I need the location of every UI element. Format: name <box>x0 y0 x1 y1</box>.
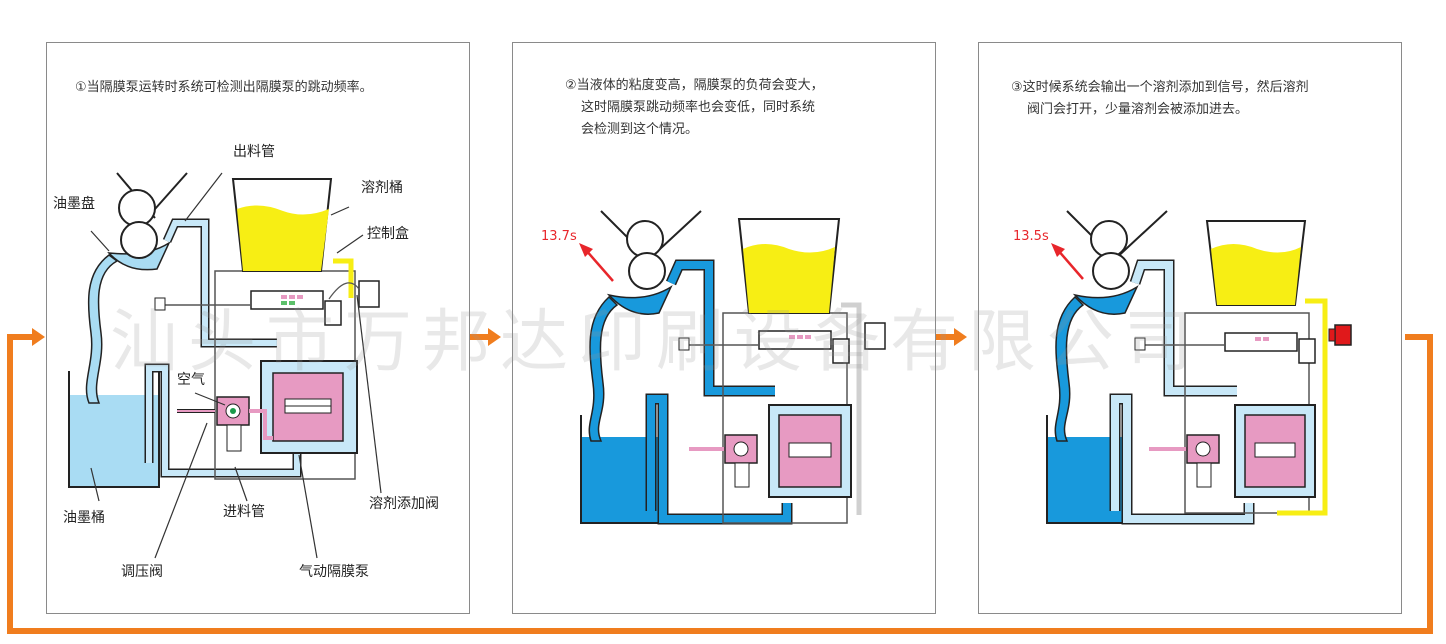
label-air: 空气 <box>177 372 205 388</box>
label-control-box: 控制盒 <box>367 226 409 242</box>
pump-interval-readout: 13.5s <box>1013 229 1049 244</box>
label-ink-tray: 油墨盘 <box>53 196 95 212</box>
panel-step-2: ②当液体的粘度变高，隔膜泵的负荷会变大， 这时隔膜泵跳动频率也会变低，同时系统 … <box>512 42 936 614</box>
ink-tank <box>69 395 159 487</box>
label-ink-tank: 油墨桶 <box>63 510 105 526</box>
arrow-right-icon <box>32 328 45 346</box>
label-pump: 气动隔膜泵 <box>299 564 369 580</box>
label-outlet-pipe: 出料管 <box>233 144 275 160</box>
pump-interval-readout: 13.7s <box>541 229 577 244</box>
step-1-caption: ①当隔膜泵运转时系统可检测出隔膜泵的跳动频率。 <box>75 80 373 95</box>
control-box <box>250 290 324 310</box>
solvent-valve <box>358 280 380 308</box>
system-diagram-1 <box>68 172 382 559</box>
label-pressure-valve: 调压阀 <box>121 564 163 580</box>
panel-step-1: ①当隔膜泵运转时系统可检测出隔膜泵的跳动频率。 <box>46 42 470 614</box>
watermark: 汕头市万邦达印刷设备有限公司 <box>110 303 1203 382</box>
arrow-right-icon <box>954 328 967 346</box>
loop-line <box>7 334 1433 634</box>
label-inlet-pipe: 进料管 <box>223 504 265 520</box>
label-solvent-tank: 溶剂桶 <box>361 180 403 196</box>
step-3-caption: ③这时候系统会输出一个溶剂添加到信号，然后溶剂 阀门会打开，少量溶剂会被添加进去… <box>1011 80 1309 117</box>
label-solvent-valve: 溶剂添加阀 <box>369 496 439 512</box>
step-2-caption: ②当液体的粘度变高，隔膜泵的负荷会变大， 这时隔膜泵跳动频率也会变低，同时系统 … <box>565 78 824 137</box>
system-diagram-3 <box>1046 210 1352 525</box>
arrow-right-icon <box>488 328 501 346</box>
system-diagram-2 <box>579 210 886 525</box>
upper-roller <box>118 189 156 227</box>
panel-step-3: ③这时候系统会输出一个溶剂添加到信号，然后溶剂 阀门会打开，少量溶剂会被添加进去… <box>978 42 1402 614</box>
lower-roller <box>120 221 158 259</box>
solvent-valve-open <box>1334 324 1352 346</box>
